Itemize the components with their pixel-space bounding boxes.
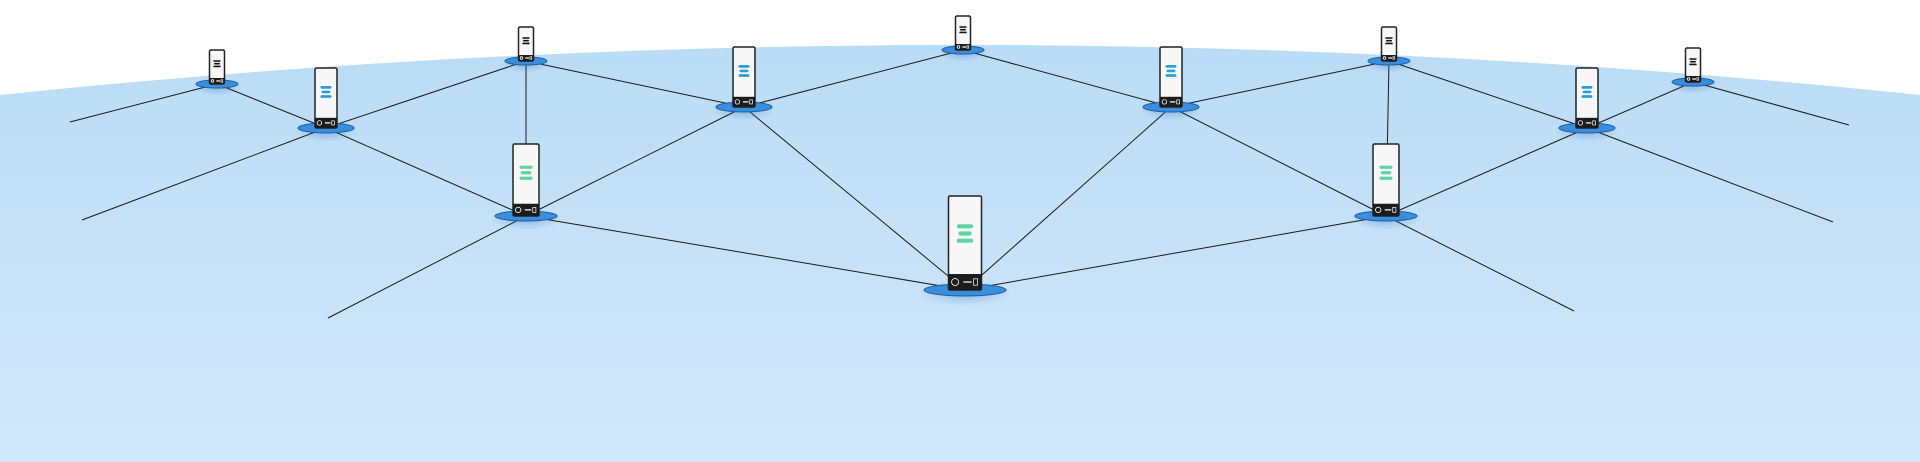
drive-slot-icon bbox=[963, 281, 972, 283]
port-icon bbox=[220, 79, 224, 83]
link-n6-n7 bbox=[1170, 60, 1390, 108]
link-n2-n10 bbox=[325, 127, 527, 217]
server-node-n10[interactable] bbox=[490, 143, 562, 230]
link-n4-n10 bbox=[525, 106, 745, 217]
power-button-icon bbox=[734, 99, 741, 105]
link-n9-stub-r1 bbox=[1692, 81, 1850, 126]
link-n2-n3 bbox=[325, 60, 527, 129]
link-n6-n12 bbox=[964, 106, 1172, 291]
server-icon bbox=[314, 67, 338, 129]
port-icon bbox=[1696, 77, 1700, 81]
links-layer bbox=[69, 49, 1850, 319]
link-n11-n12 bbox=[964, 215, 1387, 291]
server-node-n1[interactable] bbox=[192, 49, 242, 96]
server-node-n7[interactable] bbox=[1364, 26, 1414, 73]
server-icon bbox=[208, 49, 226, 85]
server-icon bbox=[947, 195, 983, 291]
power-button-icon bbox=[316, 120, 323, 126]
link-n11-stub-r3 bbox=[1385, 215, 1575, 312]
server-icon bbox=[1380, 26, 1398, 62]
brand-logo-icon bbox=[320, 86, 332, 98]
power-button-icon bbox=[519, 56, 524, 60]
port-icon bbox=[749, 99, 753, 105]
drive-slot-icon bbox=[1692, 78, 1696, 80]
brand-logo-icon bbox=[519, 165, 533, 180]
drive-slot-icon bbox=[525, 57, 529, 59]
drive-slot-icon bbox=[324, 122, 331, 124]
drive-slot-icon bbox=[962, 46, 966, 48]
server-icon bbox=[512, 143, 540, 217]
port-icon bbox=[331, 120, 335, 126]
server-node-n3[interactable] bbox=[501, 26, 551, 73]
nodes-layer bbox=[192, 15, 1718, 307]
power-button-icon bbox=[1382, 56, 1387, 60]
server-node-n12[interactable] bbox=[917, 195, 1013, 307]
link-n10-n12 bbox=[525, 215, 966, 291]
server-node-n9[interactable] bbox=[1668, 47, 1718, 94]
brand-logo-icon bbox=[738, 65, 750, 77]
drive-slot-icon bbox=[1388, 57, 1392, 59]
drive-slot-icon bbox=[1384, 209, 1392, 211]
port-icon bbox=[973, 278, 978, 286]
link-n7-n8 bbox=[1388, 60, 1588, 129]
brand-logo-icon bbox=[522, 37, 530, 45]
server-node-n6[interactable] bbox=[1138, 46, 1204, 121]
drive-slot-icon bbox=[216, 80, 220, 82]
link-n4-n12 bbox=[743, 106, 966, 291]
port-icon bbox=[1392, 207, 1397, 213]
port-icon bbox=[966, 45, 970, 49]
drive-slot-icon bbox=[1169, 101, 1176, 103]
port-icon bbox=[532, 207, 537, 213]
power-button-icon bbox=[1375, 206, 1382, 213]
brand-logo-icon bbox=[1689, 58, 1697, 66]
server-icon bbox=[1684, 47, 1702, 83]
drive-slot-icon bbox=[742, 101, 749, 103]
link-n8-stub-r2 bbox=[1586, 127, 1834, 223]
server-node-n4[interactable] bbox=[711, 46, 777, 121]
server-node-n2[interactable] bbox=[293, 67, 359, 142]
server-icon bbox=[732, 46, 756, 108]
server-icon bbox=[954, 15, 972, 51]
brand-logo-icon bbox=[959, 26, 967, 34]
server-icon bbox=[1159, 46, 1183, 108]
port-icon bbox=[1176, 99, 1180, 105]
server-node-n5[interactable] bbox=[938, 15, 988, 62]
brand-logo-icon bbox=[1379, 165, 1393, 180]
brand-logo-icon bbox=[213, 60, 221, 68]
server-node-n11[interactable] bbox=[1350, 143, 1422, 230]
drive-slot-icon bbox=[1585, 122, 1592, 124]
power-button-icon bbox=[515, 206, 522, 213]
power-button-icon bbox=[1577, 120, 1584, 126]
link-n1-stub-l1 bbox=[69, 83, 218, 123]
port-icon bbox=[1592, 120, 1596, 126]
link-n10-stub-l3 bbox=[327, 215, 527, 319]
port-icon bbox=[1392, 56, 1396, 60]
port-icon bbox=[529, 56, 533, 60]
power-button-icon bbox=[956, 45, 961, 49]
drive-slot-icon bbox=[524, 209, 532, 211]
brand-logo-icon bbox=[1385, 37, 1393, 45]
power-button-icon bbox=[210, 79, 215, 83]
power-button-icon bbox=[951, 278, 960, 286]
link-n5-n6 bbox=[962, 49, 1172, 108]
server-node-n8[interactable] bbox=[1554, 67, 1620, 142]
brand-logo-icon bbox=[1581, 86, 1593, 98]
link-n8-n11 bbox=[1385, 127, 1588, 217]
server-icon bbox=[1372, 143, 1400, 217]
link-n4-n5 bbox=[743, 49, 964, 108]
power-button-icon bbox=[1686, 77, 1691, 81]
link-n3-n4 bbox=[525, 60, 745, 108]
server-icon bbox=[1575, 67, 1599, 129]
power-button-icon bbox=[1161, 99, 1168, 105]
server-icon bbox=[517, 26, 535, 62]
brand-logo-icon bbox=[956, 224, 974, 243]
link-n2-stub-l2 bbox=[81, 127, 327, 221]
brand-logo-icon bbox=[1165, 65, 1177, 77]
link-n6-n11 bbox=[1170, 106, 1387, 217]
